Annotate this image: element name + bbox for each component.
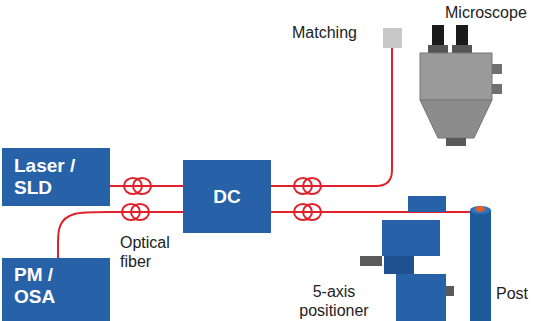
part-label: Optical fiber	[120, 233, 190, 271]
device-box: Laser / SLD	[2, 148, 110, 206]
matching-block	[383, 28, 402, 48]
post	[470, 206, 491, 321]
device-label: DC	[213, 186, 240, 208]
device-box: DC	[183, 160, 271, 233]
part-label: Matching	[292, 23, 357, 42]
optical-fiber	[110, 185, 183, 187]
part-label: Microscope	[445, 3, 527, 22]
device-label: Laser / SLD	[14, 155, 86, 199]
part-label: Post	[496, 284, 528, 303]
positioner	[360, 196, 454, 321]
microscope	[420, 25, 502, 146]
device-box: PM / OSA	[2, 258, 110, 321]
device-label: PM / OSA	[14, 264, 86, 308]
part-label: 5-axis positioner	[290, 282, 378, 320]
fiber	[271, 48, 392, 186]
